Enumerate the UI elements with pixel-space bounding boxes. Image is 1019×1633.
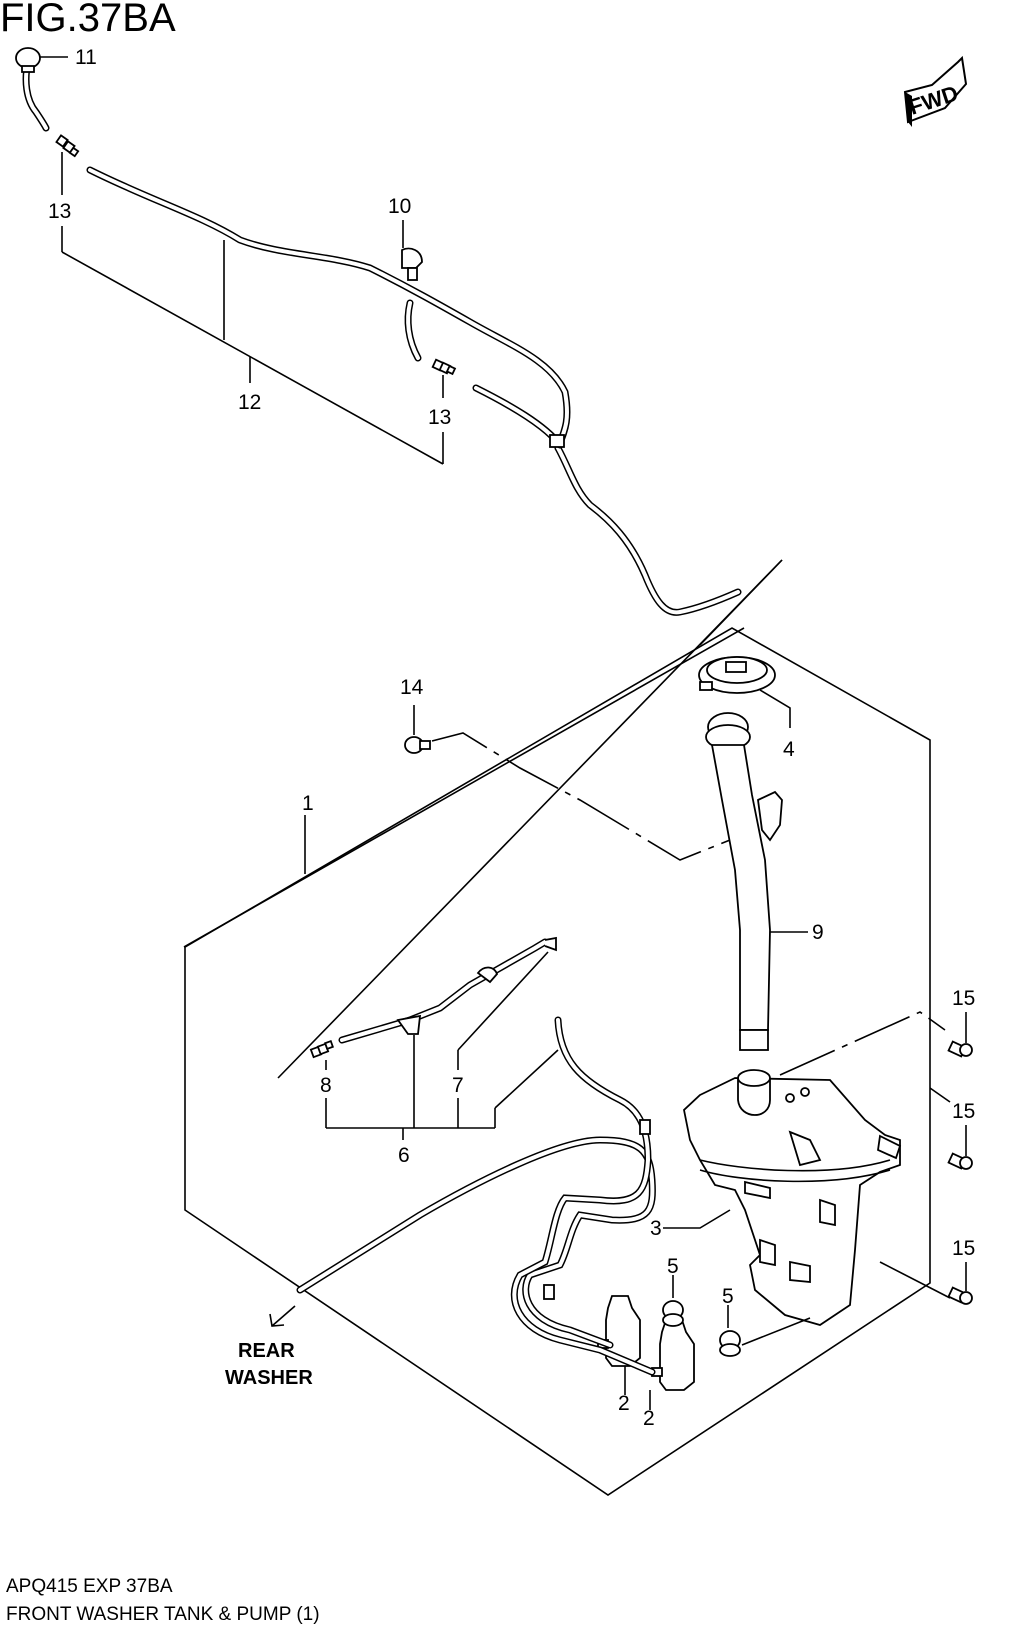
rear-washer-label-line2: WASHER (225, 1367, 313, 1389)
bolt-15-top-icon (947, 1012, 973, 1058)
callout-14: 14 (400, 676, 424, 699)
fwd-arrow-icon: FWD (903, 55, 968, 127)
callout-4: 4 (783, 738, 795, 761)
callout-7: 7 (452, 1074, 464, 1097)
hose-6-assembly (309, 936, 559, 1140)
tank-cap-4-icon (698, 656, 791, 728)
callout-5a: 5 (667, 1255, 679, 1278)
locator-lines (431, 732, 951, 1299)
figure-description: FRONT WASHER TANK & PUMP (1) (6, 1604, 320, 1625)
callout-15c: 15 (952, 1237, 975, 1260)
figure-code: APQ415 EXP 37BA (6, 1576, 173, 1597)
rear-washer-label-line1: REAR (238, 1340, 295, 1362)
fwd-label: FWD (906, 80, 961, 119)
grommet-5-left-icon (662, 1275, 684, 1327)
pump-2-right-icon (649, 1319, 695, 1410)
callout-13b: 13 (428, 406, 451, 429)
bolt-15-bottom-icon (947, 1262, 973, 1305)
callout-6: 6 (398, 1144, 410, 1167)
washer-tank-3-icon (663, 1069, 902, 1326)
leader-lines-upper (40, 56, 444, 465)
callout-3: 3 (650, 1217, 662, 1240)
callout-10: 10 (388, 195, 411, 218)
callout-2b: 2 (643, 1407, 655, 1430)
callout-8: 8 (320, 1074, 332, 1097)
callout-2a: 2 (618, 1392, 630, 1415)
bolt-14-icon (404, 705, 431, 754)
callout-13a: 13 (48, 200, 71, 223)
callout-9: 9 (812, 921, 824, 944)
assembly-boundary (183, 559, 931, 1496)
joint-13-lower-icon (431, 358, 457, 376)
rear-washer-arrow-icon (269, 1305, 296, 1327)
upper-hose-assembly (15, 47, 783, 646)
callout-11: 11 (75, 46, 97, 69)
nozzle-11-icon (15, 47, 41, 73)
callout-12: 12 (238, 391, 261, 414)
callout-15a: 15 (952, 987, 975, 1010)
joint-13-upper-icon (55, 134, 80, 158)
callout-15b: 15 (952, 1100, 975, 1123)
figure-title: FIG.37BA (0, 0, 176, 40)
nozzle-10-icon (401, 247, 423, 281)
callout-1: 1 (302, 792, 314, 815)
filler-neck-9-icon (705, 712, 808, 1051)
callout-5b: 5 (722, 1285, 734, 1308)
grommet-5-right-icon (719, 1305, 811, 1357)
joint-8-icon (309, 1040, 334, 1059)
lower-hose-assembly (296, 1016, 656, 1376)
bolt-15-mid-icon (947, 1125, 973, 1170)
